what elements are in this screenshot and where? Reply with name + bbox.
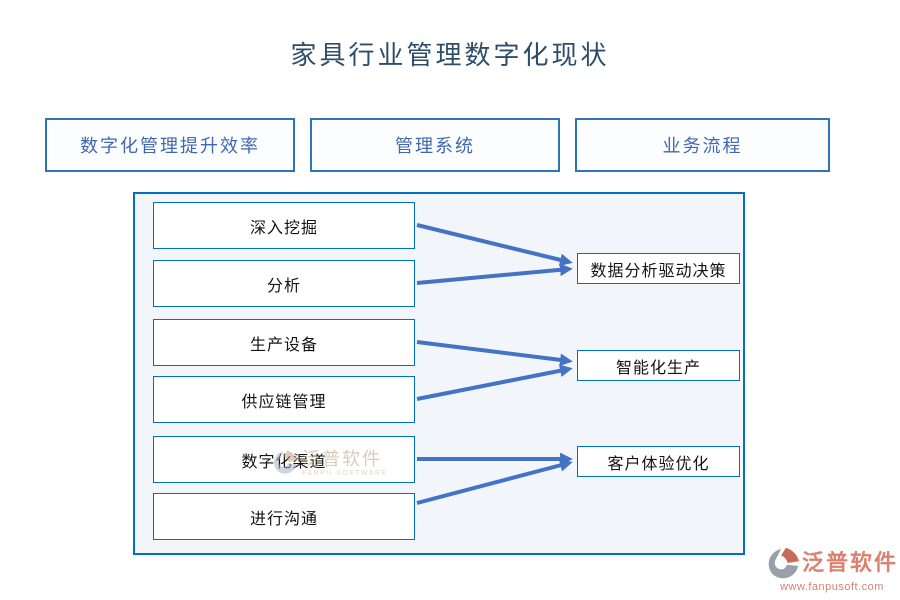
top-box-business-process: 业务流程 xyxy=(575,118,830,172)
top-box-management-system: 管理系统 xyxy=(310,118,560,172)
right-box-data-decision: 数据分析驱动决策 xyxy=(577,253,740,284)
fanpu-logo-icon xyxy=(768,547,800,579)
arrow-supplychain-to-production xyxy=(416,364,573,401)
left-box-production-equipment: 生产设备 xyxy=(153,319,415,366)
left-box-communication: 进行沟通 xyxy=(153,493,415,540)
footer-url: www.fanpusoft.com xyxy=(780,581,884,593)
diagram-panel: 深入挖掘 分析 生产设备 供应链管理 数字化渠道 进行沟通 数据分析驱动决策 智… xyxy=(133,192,745,555)
right-box-smart-production: 智能化生产 xyxy=(577,350,740,381)
left-box-deep-mining: 深入挖掘 xyxy=(153,202,415,249)
arrow-analysis-to-decision xyxy=(416,263,573,285)
footer-brand: 泛普软件 xyxy=(802,550,899,575)
arrow-equipment-to-production xyxy=(416,340,573,367)
footer-logo: 泛普软件 www.fanpusoft.com xyxy=(766,546,898,593)
page-title: 家具行业管理数字化现状 xyxy=(290,41,610,70)
left-box-digital-channel: 数字化渠道 xyxy=(153,436,415,483)
right-box-customer-experience: 客户体验优化 xyxy=(577,446,740,477)
arrow-mining-to-decision xyxy=(416,223,573,267)
top-box-efficiency: 数字化管理提升效率 xyxy=(45,118,295,172)
arrow-communication-to-experience xyxy=(416,459,573,505)
left-box-supply-chain: 供应链管理 xyxy=(153,376,415,423)
left-box-analysis: 分析 xyxy=(153,260,415,307)
